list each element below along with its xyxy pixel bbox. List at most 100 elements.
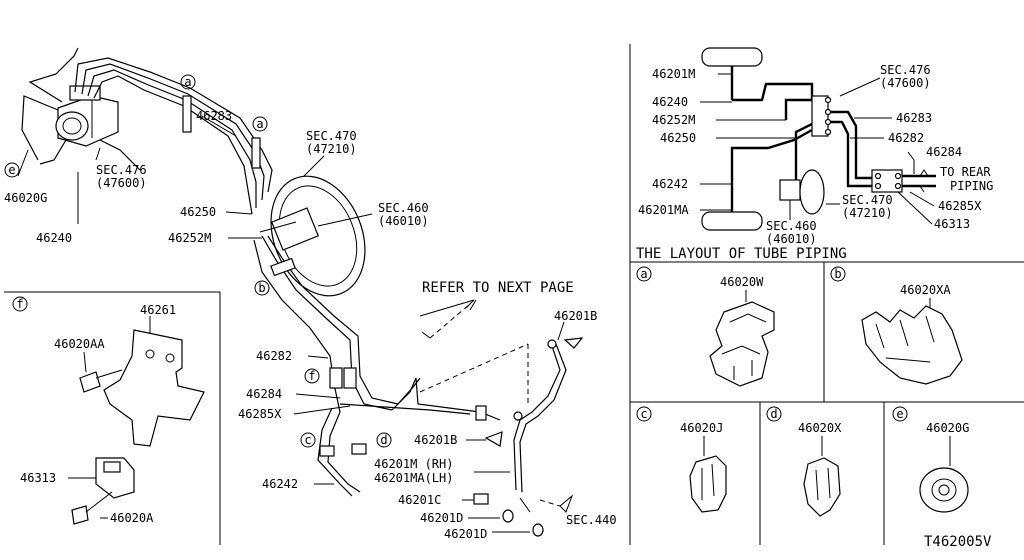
label-46020G: 46020G — [4, 191, 47, 205]
layout-label-sec460: SEC.460 — [766, 219, 817, 233]
callout-b: b — [254, 280, 270, 296]
label-46201B-mid: 46201B — [414, 433, 457, 447]
label-46285X: 46285X — [238, 407, 282, 421]
label-46020AA: 46020AA — [54, 337, 105, 351]
label-sec476: SEC.476 — [96, 163, 147, 177]
svg-text:e: e — [8, 163, 15, 177]
layout-label-46252M: 46252M — [652, 113, 695, 127]
main-callouts: a a e b f c d — [4, 74, 392, 448]
svg-text:d: d — [380, 433, 387, 447]
abs-actuator — [55, 85, 119, 147]
callout-c: c — [300, 432, 316, 448]
leader-lines — [17, 115, 565, 533]
layout-label-46283: 46283 — [896, 111, 932, 125]
clip-panel-c: c 46020J — [636, 406, 727, 513]
clip-46020W — [709, 301, 775, 387]
label-46201M: 46201M (RH) — [374, 457, 453, 471]
hose-fittings — [473, 493, 544, 537]
svg-text:e: e — [896, 407, 903, 421]
label-46201MA: 46201MA(LH) — [374, 471, 453, 485]
layout-label-46242: 46242 — [652, 177, 688, 191]
svg-text:a: a — [256, 117, 263, 131]
clip-46020XA — [861, 305, 963, 385]
label-46261: 46261 — [140, 303, 176, 317]
layout-label-sec476: SEC.476 — [880, 63, 931, 77]
main-labels: 46283 46020G 46240 SEC.476 (47600) SEC.4… — [4, 109, 617, 541]
tube-layout-panel: 46201M 46240 46252M 46250 46242 46201MA … — [636, 47, 993, 262]
svg-text:a: a — [640, 267, 647, 281]
label-46201D-b: 46201D — [444, 527, 487, 541]
layout-label-sec476-sub: (47600) — [880, 76, 931, 90]
svg-text:c: c — [640, 407, 647, 421]
panel-borders — [4, 44, 1024, 545]
bracket-46261 — [103, 329, 205, 447]
label-sec460: SEC.460 — [378, 201, 429, 215]
clip-c-part: 46020J — [680, 421, 723, 435]
layout-label-46201M: 46201M — [652, 67, 695, 81]
refer-note: REFER TO NEXT PAGE — [422, 280, 574, 296]
callout-a-upper: a — [180, 74, 196, 90]
detail-f-panel: f 46261 46020AA 46313 46020A — [12, 296, 205, 525]
clip-e-part: 46020G — [926, 421, 969, 435]
diagram-id: T462005V — [924, 534, 992, 550]
layout-label-46282: 46282 — [888, 131, 924, 145]
label-sec470: SEC.470 — [306, 129, 357, 143]
callout-a-lower: a — [252, 116, 268, 132]
label-46313: 46313 — [20, 471, 56, 485]
bolt-46020A — [71, 505, 89, 525]
clip-b-part: 46020XA — [900, 283, 951, 297]
refer-arrows — [419, 299, 574, 513]
label-46240: 46240 — [36, 231, 72, 245]
layout-title: THE LAYOUT OF TUBE PIPING — [636, 246, 847, 262]
callout-d: d — [376, 432, 392, 448]
layout-label-46284: 46284 — [926, 145, 962, 159]
label-46284: 46284 — [246, 387, 282, 401]
clip-d-part: 46020X — [798, 421, 842, 435]
clip-markers — [182, 95, 487, 457]
layout-label-46201MA: 46201MA — [638, 203, 689, 217]
clip-panel-e: e 46020G — [892, 406, 969, 513]
bolt-46020AA — [79, 371, 101, 393]
layout-label-sec470: SEC.470 — [842, 193, 893, 207]
callout-e: e — [4, 162, 20, 178]
label-sec440: SEC.440 — [566, 513, 617, 527]
layout-label-46313: 46313 — [934, 217, 970, 231]
svg-text:d: d — [770, 407, 777, 421]
label-46201C: 46201C — [398, 493, 441, 507]
label-46020A: 46020A — [110, 511, 154, 525]
label-46283: 46283 — [196, 109, 232, 123]
label-sec460-sub: (46010) — [378, 214, 429, 228]
label-46201D-a: 46201D — [420, 511, 463, 525]
layout-master-cyl — [779, 179, 801, 201]
label-46242: 46242 — [262, 477, 298, 491]
layout-label-sec460-sub: (46010) — [766, 232, 817, 246]
label-46252M: 46252M — [168, 231, 211, 245]
layout-booster — [799, 169, 825, 215]
svg-text:f: f — [308, 369, 315, 383]
layout-actuator — [811, 95, 829, 137]
label-46250: 46250 — [180, 205, 216, 219]
label-sec470-sub: (47210) — [306, 142, 357, 156]
svg-text:b: b — [258, 281, 265, 295]
brake-hose — [484, 337, 584, 493]
callout-f: f — [304, 368, 320, 384]
layout-label-46240: 46240 — [652, 95, 688, 109]
svg-text:b: b — [834, 267, 841, 281]
layout-label-sec470-sub: (47210) — [842, 206, 893, 220]
clip-a-part: 46020W — [720, 275, 764, 289]
layout-label-to-rear: TO REAR — [940, 165, 991, 179]
clip-panel-d: d 46020X — [766, 406, 842, 517]
svg-text:a: a — [184, 75, 191, 89]
detail-f-callout: f — [16, 297, 23, 311]
svg-text:c: c — [304, 433, 311, 447]
layout-label-46285X: 46285X — [938, 199, 982, 213]
label-sec476-sub: (47600) — [96, 176, 147, 190]
label-46201B-top: 46201B — [554, 309, 597, 323]
clip-panel-b: b 46020XA — [830, 266, 963, 385]
clip-46020G — [919, 467, 969, 513]
label-46282: 46282 — [256, 349, 292, 363]
clip-panel-a: a 46020W — [636, 266, 775, 387]
layout-label-46250: 46250 — [660, 131, 696, 145]
